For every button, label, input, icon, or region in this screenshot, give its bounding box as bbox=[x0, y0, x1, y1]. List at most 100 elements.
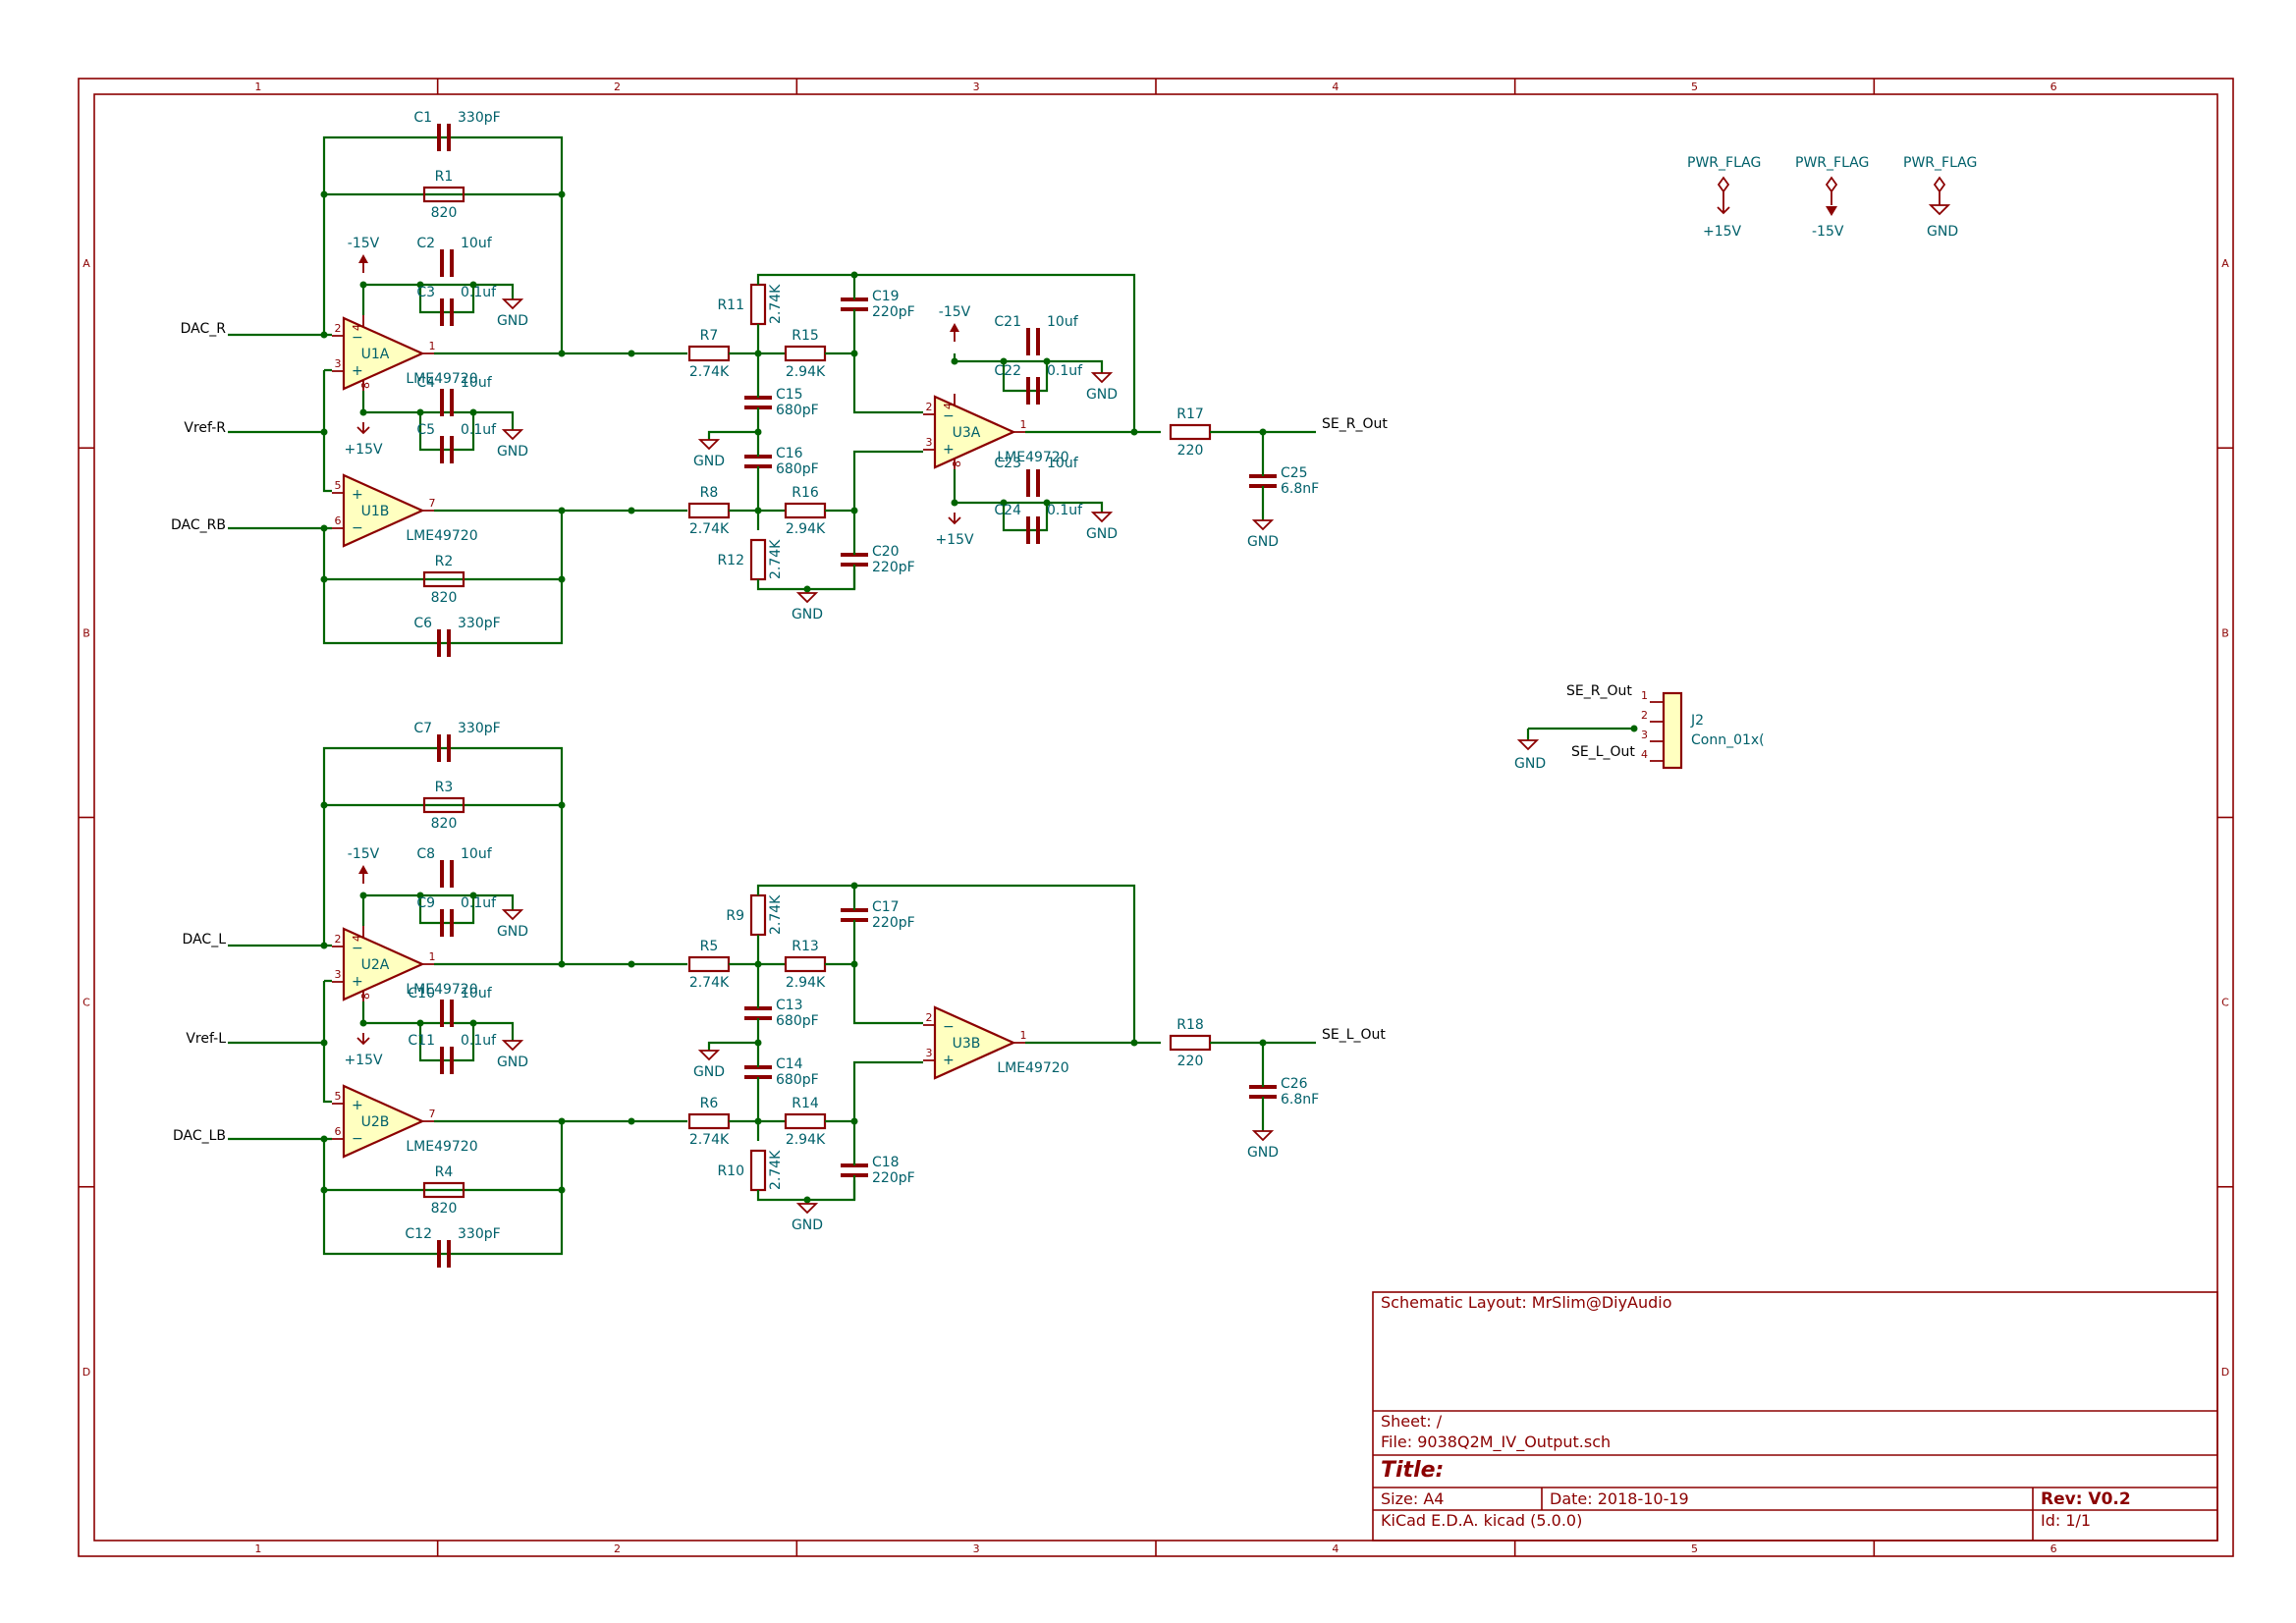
opamp-sign: − bbox=[352, 941, 363, 956]
component-value: 330pF bbox=[458, 110, 501, 126]
wire bbox=[322, 368, 332, 493]
junction bbox=[469, 1019, 477, 1027]
frame-row-label: B bbox=[82, 626, 90, 639]
opamp bbox=[342, 473, 425, 548]
wire bbox=[322, 746, 564, 964]
pwr-flag-net: +15V bbox=[1703, 224, 1742, 240]
capacitor bbox=[440, 389, 454, 416]
opamp-sign: + bbox=[352, 487, 363, 503]
net-label: Vref-L bbox=[186, 1031, 226, 1047]
frame-column-label: 5 bbox=[1691, 81, 1698, 93]
wire bbox=[361, 1001, 515, 1062]
capacitor bbox=[841, 553, 868, 567]
opamp-pin bbox=[923, 413, 1025, 451]
frame-column-label: 2 bbox=[614, 81, 621, 93]
capacitor bbox=[437, 1240, 451, 1268]
pwr-flag-label: PWR_FLAG bbox=[1795, 155, 1869, 171]
junction bbox=[320, 801, 328, 809]
frame-column-label: 5 bbox=[1691, 1542, 1698, 1555]
opamp-pin-number: 6 bbox=[335, 1125, 342, 1138]
component-ref: C13 bbox=[776, 998, 803, 1013]
net-label: DAC_RB bbox=[171, 517, 226, 533]
junction bbox=[558, 575, 566, 583]
component-ref: R1 bbox=[435, 169, 454, 185]
power-arrow bbox=[358, 865, 368, 874]
gnd-label: GND bbox=[497, 313, 528, 329]
opamp-pin-number: 5 bbox=[335, 1090, 342, 1103]
j2-pin: 1 bbox=[1641, 689, 1648, 702]
component-value: LME49720 bbox=[406, 982, 477, 998]
component-ref: C20 bbox=[872, 544, 900, 560]
opamp-pin-number: 3 bbox=[926, 1047, 933, 1059]
gnd-label: GND bbox=[792, 607, 823, 622]
junction bbox=[803, 1196, 811, 1204]
component-ref: C15 bbox=[776, 387, 803, 403]
opamp-sign: − bbox=[352, 330, 363, 346]
component-ref: R18 bbox=[1176, 1017, 1204, 1033]
capacitor bbox=[1249, 474, 1277, 488]
pwr-flag-net: GND bbox=[1927, 224, 1958, 240]
net-label: DAC_LB bbox=[173, 1128, 226, 1144]
component-ref: C25 bbox=[1281, 465, 1308, 481]
resistor bbox=[422, 186, 465, 203]
gnd-label: GND bbox=[1247, 1145, 1279, 1161]
component-value: 0.1uf bbox=[461, 422, 497, 438]
gnd-symbol bbox=[1251, 1130, 1275, 1142]
junction bbox=[558, 1186, 566, 1194]
component-ref: R10 bbox=[717, 1163, 744, 1179]
power-label: +15V bbox=[344, 442, 383, 458]
opamp-pin-number: 3 bbox=[335, 357, 342, 370]
resistor bbox=[749, 1149, 767, 1192]
resistor bbox=[687, 345, 731, 362]
capacitor bbox=[1026, 516, 1040, 544]
component-ref: C18 bbox=[872, 1155, 900, 1170]
opamp-pin-number: 7 bbox=[429, 1108, 436, 1120]
component-ref: C22 bbox=[994, 363, 1021, 379]
junction bbox=[628, 1117, 635, 1125]
opamp-pin-number: 8 bbox=[951, 460, 963, 467]
wire bbox=[825, 352, 854, 513]
junction bbox=[951, 357, 958, 365]
j2-pin: 2 bbox=[1641, 709, 1648, 722]
wire bbox=[852, 353, 923, 511]
junction bbox=[416, 1019, 424, 1027]
gnd-label: GND bbox=[693, 454, 725, 469]
junction bbox=[803, 585, 811, 593]
component-value: 10uf bbox=[461, 846, 493, 862]
gnd-label: GND bbox=[497, 444, 528, 460]
junction bbox=[320, 942, 328, 949]
capacitor bbox=[744, 455, 772, 468]
resistor bbox=[784, 1112, 827, 1130]
gnd-label: GND bbox=[693, 1064, 725, 1080]
opamp-pin-number: 2 bbox=[335, 933, 342, 946]
opamp bbox=[933, 1005, 1016, 1080]
component-ref: C24 bbox=[994, 503, 1021, 518]
junction bbox=[320, 428, 328, 436]
gnd-symbol bbox=[1090, 512, 1114, 523]
junction bbox=[558, 801, 566, 809]
junction bbox=[359, 892, 367, 899]
component-ref: R12 bbox=[717, 553, 744, 568]
capacitor bbox=[841, 1163, 868, 1177]
component-ref: C16 bbox=[776, 446, 803, 461]
gnd-symbol bbox=[1251, 519, 1275, 531]
opamp-pin bbox=[923, 1024, 1025, 1061]
opamp-pin bbox=[332, 335, 434, 372]
component-value: 0.1uf bbox=[461, 895, 497, 911]
component-ref: R17 bbox=[1176, 406, 1204, 422]
j2-pin: 4 bbox=[1641, 748, 1648, 761]
component-value: 2.74K bbox=[689, 364, 730, 380]
component-ref: U3B bbox=[953, 1036, 981, 1052]
component-value: 6.8nF bbox=[1281, 1092, 1319, 1108]
component-ref: R5 bbox=[700, 939, 719, 954]
component-value: 6.8nF bbox=[1281, 481, 1319, 497]
power-label: -15V bbox=[939, 304, 971, 320]
component-ref: R11 bbox=[717, 298, 744, 313]
component-value: 2.94K bbox=[786, 521, 826, 537]
component-ref: R13 bbox=[792, 939, 819, 954]
net-label: SE_R_Out bbox=[1566, 683, 1632, 699]
opamp-pin bbox=[332, 946, 434, 983]
junction bbox=[320, 331, 328, 339]
component-value: 2.74K bbox=[768, 539, 784, 579]
opamp-pin-number: 4 bbox=[351, 935, 363, 942]
